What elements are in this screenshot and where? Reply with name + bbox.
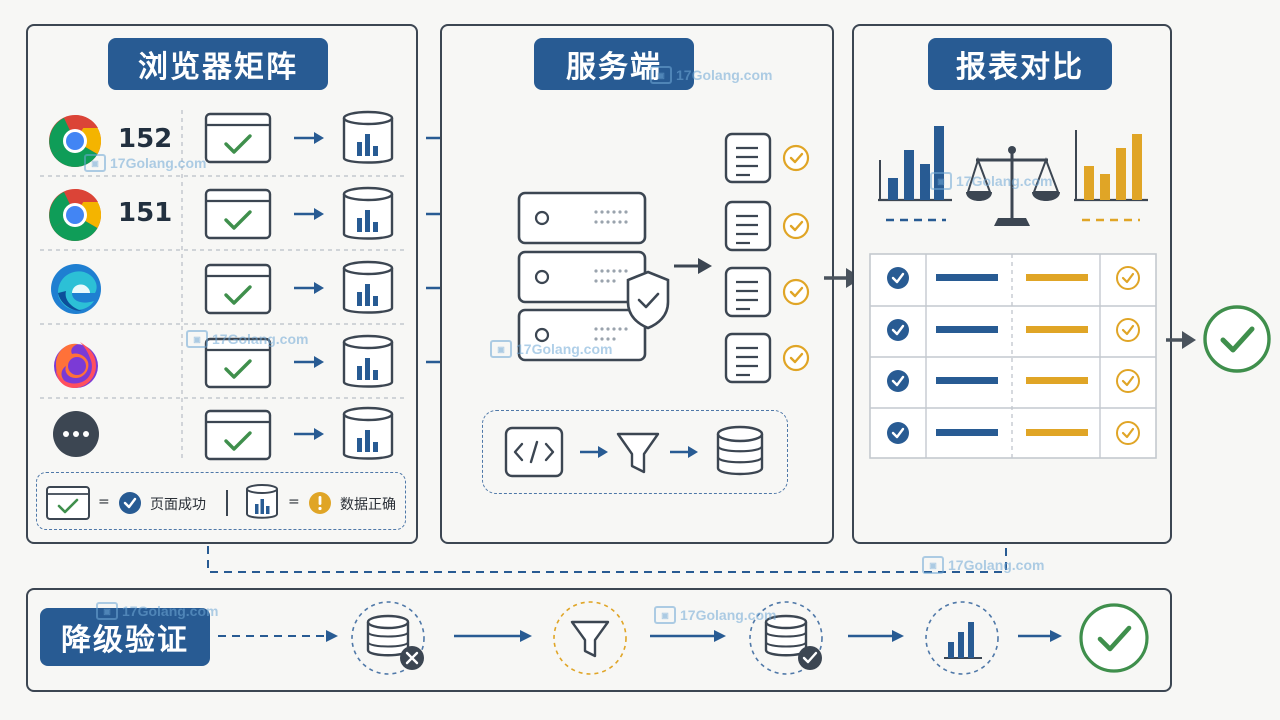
- browser-matrix-title: 浏览器矩阵: [108, 38, 328, 90]
- comparison-table: [869, 253, 1157, 459]
- more-browsers-icon: [53, 411, 99, 457]
- report-comparison-visual: [878, 126, 1148, 226]
- chrome-version-151: 151: [118, 198, 173, 228]
- report-compare-title: 报表对比: [928, 38, 1112, 90]
- legend-box: [36, 472, 406, 530]
- legend-data-correct-label: 数据正确: [340, 497, 396, 513]
- chrome-icon: [49, 114, 102, 167]
- firefox-icon: [54, 342, 98, 388]
- legend-equals: =: [288, 494, 300, 510]
- legend-warning-icon: [309, 492, 331, 514]
- degrade-connector: [207, 546, 1007, 573]
- final-success-icon: [1203, 305, 1271, 373]
- legend-divider: [226, 490, 228, 516]
- degrade-verify-title: 降级验证: [40, 608, 210, 666]
- server-title: 服务端: [534, 38, 694, 90]
- degrade-flow: [218, 601, 1149, 675]
- browser-rows-flow: [204, 110, 394, 461]
- edge-icon: [51, 264, 101, 314]
- legend-db-icon: [246, 484, 278, 519]
- chrome-version-152: 152: [118, 124, 173, 154]
- chrome-icon: [49, 188, 102, 241]
- document-checks: [724, 132, 810, 384]
- legend-page-success-label: 页面成功: [150, 497, 206, 513]
- legend-page-icon: [46, 486, 90, 520]
- legend-equals: =: [98, 494, 110, 510]
- server-rack-icon: [517, 191, 670, 362]
- server-pipeline-box: [482, 410, 788, 494]
- server-to-docs-arrow: [674, 258, 712, 274]
- browser-row-dividers: [40, 110, 404, 460]
- report-to-success-arrow: [1166, 331, 1196, 349]
- degrade-verify-panel: [26, 588, 1172, 692]
- legend-success-icon: [119, 492, 141, 514]
- server-pipeline-flow: [504, 425, 764, 478]
